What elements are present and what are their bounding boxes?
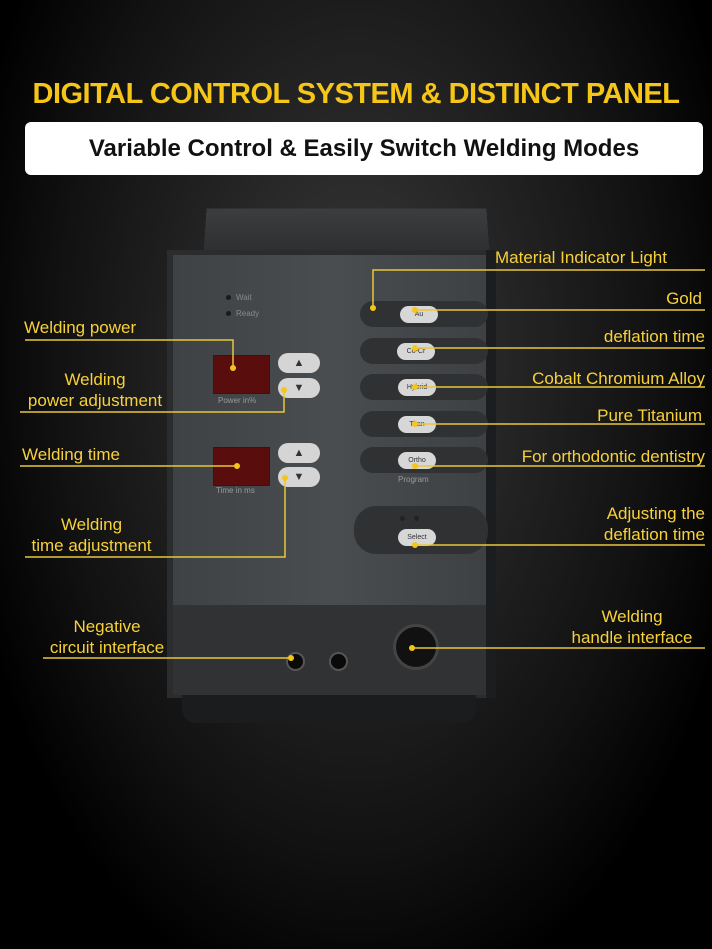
ortho-button[interactable]: Ortho bbox=[398, 452, 436, 469]
label-negative-interface: Negative circuit interface bbox=[49, 617, 165, 657]
label-orthodontic: For orthodontic dentistry bbox=[521, 447, 705, 466]
label-power-adjustment: Welding power adjustment bbox=[27, 370, 163, 410]
label-gold: Gold bbox=[666, 289, 702, 308]
negative-port-2 bbox=[329, 652, 348, 671]
time-down-button[interactable]: ▼ bbox=[278, 467, 320, 487]
headline: DIGITAL CONTROL SYSTEM & DISTINCT PANEL bbox=[32, 78, 680, 110]
label-time-adjustment: Welding time adjustment bbox=[31, 515, 152, 555]
triangle-up-icon: ▲ bbox=[293, 356, 305, 369]
triangle-down-icon: ▼ bbox=[293, 381, 305, 394]
machine-base bbox=[182, 695, 476, 723]
triangle-up-icon: ▲ bbox=[293, 446, 305, 459]
label-pure-titanium: Pure Titanium bbox=[597, 406, 702, 425]
time-up-button[interactable]: ▲ bbox=[278, 443, 320, 463]
wait-led bbox=[226, 295, 231, 300]
label-handle-interface: Welding handle interface bbox=[571, 607, 693, 647]
ready-led bbox=[226, 311, 231, 316]
time-caption: Time in ms bbox=[216, 486, 255, 495]
power-caption: Power in% bbox=[218, 396, 257, 405]
handle-connector bbox=[393, 624, 439, 670]
select-button[interactable]: Select bbox=[398, 529, 436, 546]
select-led-2 bbox=[414, 516, 419, 521]
power-up-button[interactable]: ▲ bbox=[278, 353, 320, 373]
machine-side bbox=[486, 250, 496, 698]
label-cobalt-chromium: Cobalt Chromium Alloy bbox=[532, 369, 705, 388]
label-welding-time: Welding time bbox=[22, 445, 120, 464]
select-led-1 bbox=[400, 516, 405, 521]
subtitle-text: Variable Control & Easily Switch Welding… bbox=[88, 134, 640, 162]
label-adjusting-deflation: Adjusting the deflation time bbox=[603, 504, 705, 544]
ready-label: Ready bbox=[236, 309, 260, 318]
power-down-button[interactable]: ▼ bbox=[278, 378, 320, 398]
triangle-down-icon: ▼ bbox=[293, 470, 305, 483]
wait-label: Wait bbox=[236, 293, 252, 302]
power-display bbox=[213, 355, 270, 394]
label-deflation-time: deflation time bbox=[603, 327, 705, 346]
program-caption: Program bbox=[398, 475, 429, 484]
subtitle-banner: Variable Control & Easily Switch Welding… bbox=[25, 122, 703, 175]
label-welding-power: Welding power bbox=[24, 318, 137, 337]
label-material-indicator: Material Indicator Light bbox=[495, 248, 667, 267]
